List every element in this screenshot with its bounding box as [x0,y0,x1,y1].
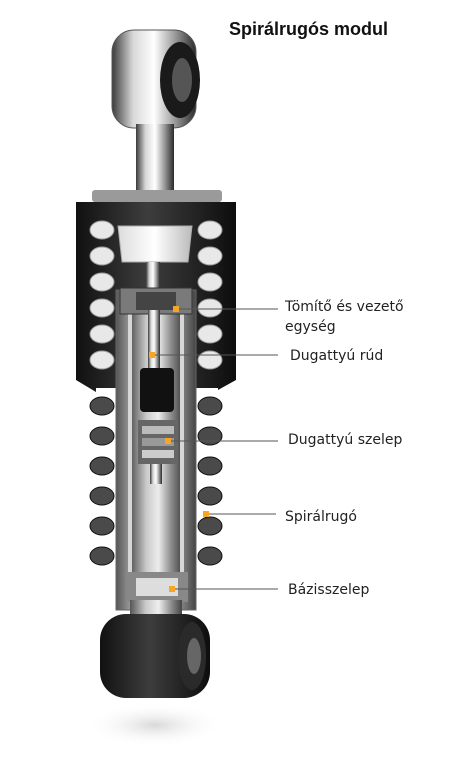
callout-marker-piston-valve [165,438,171,444]
bottom-eye-mount [100,600,210,698]
valve-stem [150,464,162,484]
coil-turn-right [197,298,223,318]
coil-turn-right [197,350,223,370]
coil-turn-left [89,546,115,566]
coil-turn-left [89,486,115,506]
coil-turn-left [89,298,115,318]
piston-seal [140,368,174,412]
coil-turn-right [197,426,223,446]
callout-marker-coil-spring [203,511,209,517]
coil-turn-left [89,396,115,416]
coil-turn-right [197,272,223,292]
label-piston-valve: Dugattyú szelep [288,432,403,448]
coil-turn-left [89,324,115,344]
callout-marker-base-valve [169,586,175,592]
callout-lines [149,306,278,592]
coil-turn-left [89,350,115,370]
coil-turn-left [89,456,115,476]
label-seal-guide-unit-line2: egység [285,319,336,335]
floor-shadow [85,703,225,747]
top-eye-mount [111,29,200,129]
coil-turn-left [89,426,115,446]
label-coil-spring: Spirálrugó [285,509,357,525]
coil-turn-right [197,456,223,476]
coil-turn-right [197,546,223,566]
coil-turn-left [89,246,115,266]
coil-turn-right [197,516,223,536]
coil-turn-left [89,272,115,292]
coil-turn-left [89,516,115,536]
seal-guide-inner [136,292,176,310]
top-plate [92,190,222,202]
dust-cup [117,225,193,263]
label-seal-guide-unit: Tömítő és vezető egység [285,297,404,337]
inner-piston-rod [148,310,160,370]
piston-valve-assembly [138,420,178,464]
base-valve-assembly [126,572,188,602]
coil-turn-left [89,220,115,240]
diagram-title: Spirálrugós modul [229,19,389,39]
label-seal-guide-unit-line1: Tömítő és vezető [285,299,404,315]
label-piston-rod: Dugattyú rúd [290,348,384,364]
coil-turn-right [197,246,223,266]
label-base-valve: Bázisszelep [288,582,370,598]
callout-marker-seal-guide-unit [173,306,179,312]
coil-turn-right [197,324,223,344]
coil-turn-right [197,220,223,240]
coil-spring [89,220,223,566]
callout-marker-piston-rod [149,352,155,358]
coil-turn-right [197,396,223,416]
coil-turn-right [197,486,223,506]
